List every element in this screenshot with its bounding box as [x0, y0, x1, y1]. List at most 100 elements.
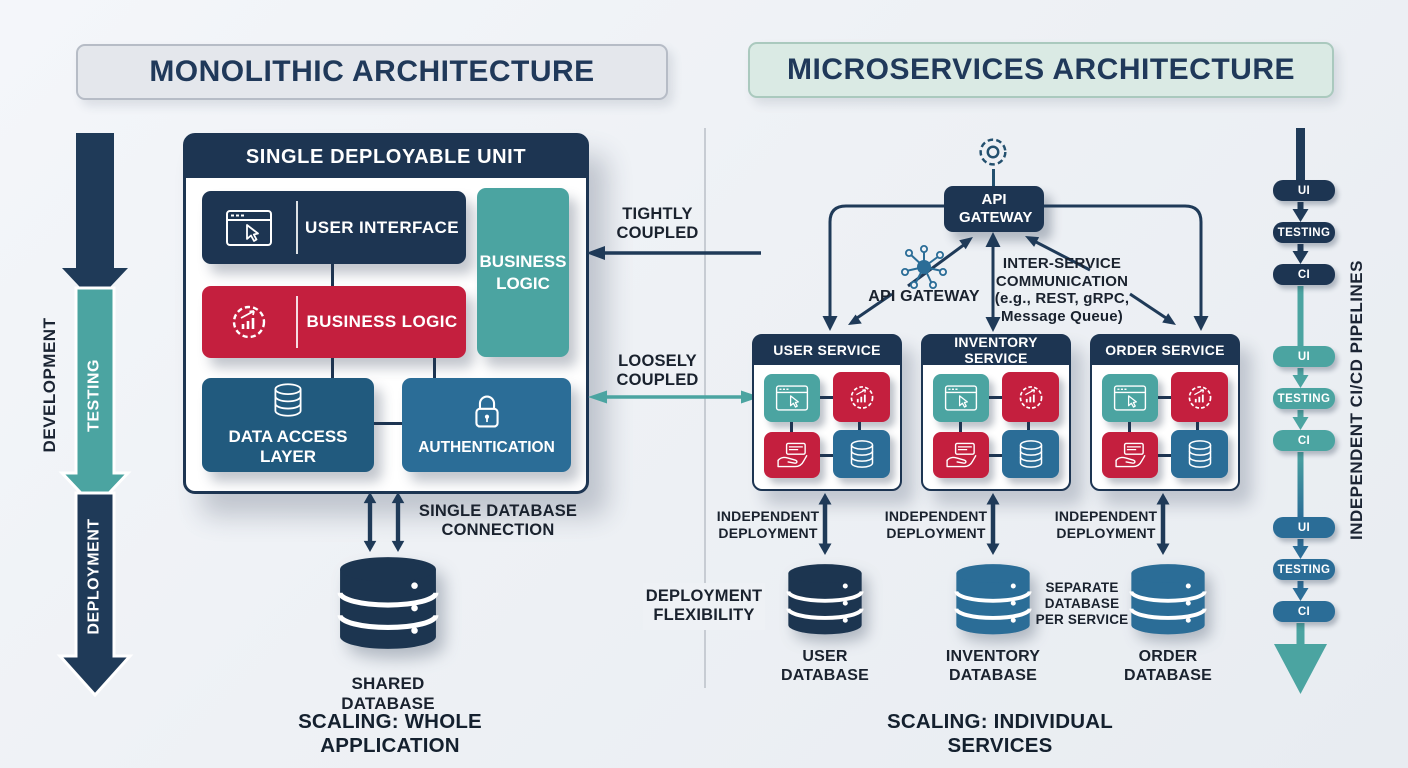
- order-database-cylinder: [1129, 563, 1207, 642]
- data-access-box: DATA ACCESS LAYER: [202, 378, 374, 472]
- shared-database-cylinder: [337, 556, 439, 657]
- order-database-label: ORDER DATABASE: [1123, 648, 1213, 684]
- connector: [790, 422, 793, 436]
- single-deployable-unit: SINGLE DEPLOYABLE UNIT USER INTERFACE BU…: [183, 133, 589, 494]
- business-logic-side-label: BUSINESS LOGIC: [479, 252, 567, 293]
- micro-scaling-label: SCALING: INDIVIDUAL SERVICES: [887, 710, 1113, 758]
- business-logic-side-box: BUSINESS LOGIC: [477, 188, 569, 357]
- loosely-coupled-arrow: [588, 390, 760, 404]
- monolithic-title: MONOLITHIC ARCHITECTURE: [76, 44, 668, 100]
- microservices-title: MICROSERVICES ARCHITECTURE: [748, 42, 1334, 98]
- connector: [818, 396, 836, 399]
- order-service-card: ORDER SERVICE: [1090, 334, 1240, 491]
- browser-icon: [944, 384, 978, 412]
- connector: [818, 454, 836, 457]
- db-tile: [1171, 430, 1228, 478]
- inventory-database-label: INVENTORY DATABASE: [945, 648, 1041, 684]
- gear-chart-icon: [845, 382, 879, 413]
- ui-tile: [933, 374, 989, 422]
- lock-icon: [471, 393, 503, 435]
- monolith-scaling-label: SCALING: WHOLE APPLICATION: [298, 710, 482, 758]
- inter-service-title: INTER-SERVICE COMMUNICATION: [995, 255, 1129, 290]
- inter-service-communication-label: INTER-SERVICE COMMUNICATION (e.g., REST,…: [983, 255, 1141, 326]
- user-service-card: USER SERVICE: [752, 334, 902, 491]
- data-access-label: DATA ACCESS LAYER: [228, 426, 348, 467]
- pipeline-stage-ui: UI: [1273, 517, 1335, 538]
- database-outline-icon: [270, 382, 306, 423]
- connector: [987, 396, 1005, 399]
- shared-database-label: SHARED DATABASE: [341, 674, 435, 714]
- user-interface-label: USER INTERFACE: [305, 217, 459, 237]
- browser-icon: [202, 208, 296, 248]
- browser-icon: [775, 384, 809, 412]
- single-db-connection-label: SINGLE DATABASE CONNECTION: [418, 502, 578, 540]
- independent-deployment-arrow: [985, 492, 1001, 556]
- gear-chart-icon: [1014, 382, 1048, 413]
- cicd-pipelines-label: INDEPENDENT CI/CD PIPELINES: [1347, 260, 1366, 540]
- inventory-database-cylinder: [954, 563, 1032, 642]
- ui-tile: [764, 374, 820, 422]
- gear-chart-icon: [202, 300, 296, 344]
- divider: [296, 296, 298, 348]
- pipeline-stage-ui: UI: [1273, 180, 1335, 201]
- connector: [1196, 422, 1199, 434]
- authentication-label: AUTHENTICATION: [418, 439, 555, 456]
- connector: [1128, 422, 1131, 436]
- user-interface-box: USER INTERFACE: [202, 191, 466, 264]
- testing-label: TESTING: [85, 359, 103, 432]
- ui-tile: [1102, 374, 1158, 422]
- business-logic-label: BUSINESS LOGIC: [306, 312, 458, 331]
- api-gateway-box-label: API GATEWAY: [959, 191, 1033, 226]
- connector: [959, 422, 962, 436]
- business-logic-box: BUSINESS LOGIC: [202, 286, 466, 358]
- inter-service-detail: (e.g., REST, gRPC, Message Queue): [994, 290, 1130, 326]
- deployment-label: DEPLOYMENT: [85, 518, 103, 635]
- hand-card-icon: [775, 441, 809, 469]
- payment-tile: [764, 432, 820, 478]
- connector: [987, 454, 1005, 457]
- separate-database-label: SEPARATE DATABASE PER SERVICE: [1035, 580, 1129, 627]
- db-tile: [1002, 430, 1059, 478]
- lifecycle-arrows: [56, 133, 134, 698]
- pipeline-stage-testing: TESTING: [1273, 222, 1335, 243]
- pipeline-stage-ci: CI: [1273, 264, 1335, 285]
- pipeline-stage-testing: TESTING: [1273, 388, 1335, 409]
- api-gateway-caption: API GATEWAY: [868, 288, 980, 305]
- database-outline-icon: [1185, 439, 1215, 469]
- pipeline-stage-ci: CI: [1273, 601, 1335, 622]
- independent-deployment-arrow: [1155, 492, 1171, 556]
- panel-divider: [704, 128, 706, 688]
- divider: [296, 201, 298, 254]
- inventory-service-title: INVENTORY SERVICE: [922, 334, 1070, 366]
- tightly-coupled-arrow: [586, 246, 761, 260]
- order-service-title: ORDER SERVICE: [1091, 335, 1239, 365]
- connector: [1156, 454, 1174, 457]
- inventory-service-card: INVENTORY SERVICE: [921, 334, 1071, 491]
- independent-deployment-label: INDEPENDENT DEPLOYMENT: [884, 508, 988, 541]
- connector: [1027, 422, 1030, 434]
- connector: [372, 422, 404, 425]
- gear-chart-icon: [1183, 382, 1217, 413]
- connector: [1156, 396, 1174, 399]
- user-database-label: USER DATABASE: [780, 648, 870, 684]
- payment-tile: [933, 432, 989, 478]
- pipeline-stage-ui: UI: [1273, 346, 1335, 367]
- cicd-pipeline-arrows: [1274, 128, 1327, 694]
- user-service-title: USER SERVICE: [753, 335, 901, 365]
- logic-tile: [1171, 372, 1228, 422]
- logic-tile: [1002, 372, 1059, 422]
- authentication-box: AUTHENTICATION: [402, 378, 571, 472]
- pipeline-stage-ci: CI: [1273, 430, 1335, 451]
- database-outline-icon: [847, 439, 877, 469]
- tightly-coupled-label: TIGHTLY COUPLED: [616, 205, 699, 243]
- single-db-connection-arrows: [358, 491, 414, 553]
- single-deployable-unit-title: SINGLE DEPLOYABLE UNIT: [186, 136, 586, 178]
- database-outline-icon: [1016, 439, 1046, 469]
- connector: [992, 169, 995, 186]
- connector: [433, 356, 436, 380]
- db-tile: [833, 430, 890, 478]
- browser-icon: [1113, 384, 1147, 412]
- loosely-coupled-label: LOOSELY COUPLED: [616, 352, 699, 390]
- pipeline-stage-testing: TESTING: [1273, 559, 1335, 580]
